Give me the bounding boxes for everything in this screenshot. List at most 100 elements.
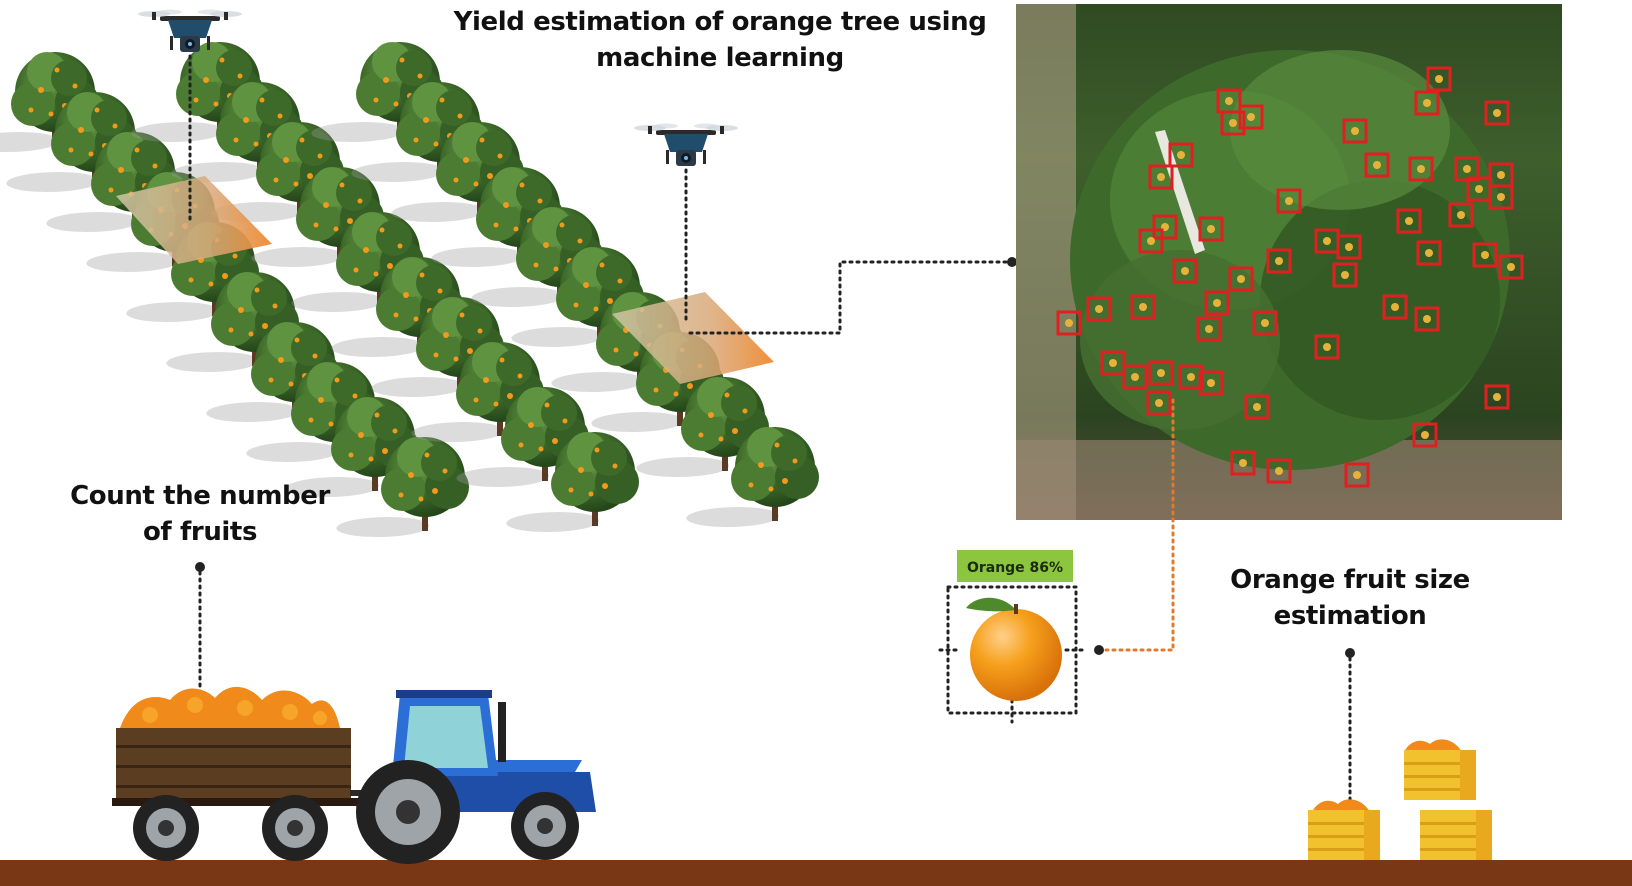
detection-tag-text: Orange 86% bbox=[967, 560, 1063, 576]
detection-box bbox=[1086, 296, 1112, 322]
detection-box bbox=[1228, 266, 1254, 292]
connector-to-fruit bbox=[1098, 398, 1175, 652]
detected-orange-mark bbox=[1435, 75, 1443, 83]
detection-box bbox=[1332, 262, 1358, 288]
ground-strip bbox=[0, 860, 1632, 886]
detected-orange-mark bbox=[1457, 211, 1465, 219]
detected-orange-mark bbox=[1463, 165, 1471, 173]
detection-box bbox=[1314, 334, 1340, 360]
detected-orange-mark bbox=[1345, 243, 1353, 251]
detection-box bbox=[1408, 156, 1434, 182]
drone-icon bbox=[634, 123, 738, 166]
detection-box bbox=[1244, 394, 1270, 420]
detection-box bbox=[1178, 364, 1204, 390]
detected-orange-mark bbox=[1155, 399, 1163, 407]
title-line-1: Yield estimation of orange tree using bbox=[453, 7, 987, 37]
detection-boxes bbox=[1056, 66, 1524, 488]
detected-orange-mark bbox=[1139, 303, 1147, 311]
detection-box bbox=[1122, 364, 1148, 390]
detected-orange-mark bbox=[1207, 225, 1215, 233]
detected-orange-mark bbox=[1421, 431, 1429, 439]
detection-box bbox=[1498, 254, 1524, 280]
detected-orange-mark bbox=[1237, 275, 1245, 283]
detected-orange-mark bbox=[1391, 303, 1399, 311]
count-fruits-label: Count the number of fruits bbox=[60, 478, 340, 550]
detection-box bbox=[1414, 306, 1440, 332]
detected-orange-mark bbox=[1065, 319, 1073, 327]
detected-orange-mark bbox=[1239, 459, 1247, 467]
detection-box bbox=[1168, 142, 1194, 168]
count-label-line-2: of fruits bbox=[142, 517, 258, 547]
detection-box bbox=[1100, 350, 1126, 376]
detection-box bbox=[1412, 422, 1438, 448]
detected-fruit: Orange 86% bbox=[938, 550, 1086, 724]
detection-box bbox=[1448, 202, 1474, 228]
detection-box bbox=[1484, 384, 1510, 410]
detection-box bbox=[1230, 450, 1256, 476]
detected-orange-mark bbox=[1157, 173, 1165, 181]
detection-box bbox=[1148, 164, 1174, 190]
drone-footprint-2 bbox=[612, 292, 774, 384]
detection-box bbox=[1138, 228, 1164, 254]
detection-box bbox=[1220, 110, 1246, 136]
detected-orange-mark bbox=[1493, 109, 1501, 117]
detected-orange-mark bbox=[1109, 359, 1117, 367]
detected-orange-mark bbox=[1423, 99, 1431, 107]
detection-box bbox=[1276, 188, 1302, 214]
detection-box bbox=[1146, 390, 1172, 416]
detected-orange-mark bbox=[1285, 197, 1293, 205]
detection-tag bbox=[957, 550, 1073, 582]
detected-orange-mark bbox=[1187, 373, 1195, 381]
detected-orange-mark bbox=[1147, 237, 1155, 245]
detection-box bbox=[1198, 216, 1224, 242]
page-title: Yield estimation of orange tree using ma… bbox=[440, 4, 1000, 76]
detected-orange-mark bbox=[1323, 237, 1331, 245]
detection-box bbox=[1382, 294, 1408, 320]
detected-orange-mark bbox=[1131, 373, 1139, 381]
detection-box bbox=[1252, 310, 1278, 336]
detection-box bbox=[1152, 214, 1178, 240]
detected-orange-mark bbox=[1417, 165, 1425, 173]
detected-orange-mark bbox=[1475, 185, 1483, 193]
detection-box bbox=[1484, 100, 1510, 126]
size-label-line-2: estimation bbox=[1273, 601, 1427, 631]
drone-footprint-1 bbox=[116, 176, 272, 264]
detection-box bbox=[1172, 258, 1198, 284]
detected-orange-mark bbox=[1405, 217, 1413, 225]
detected-orange-mark bbox=[1481, 251, 1489, 259]
detected-orange-mark bbox=[1157, 369, 1165, 377]
detected-orange-mark bbox=[1373, 161, 1381, 169]
detected-orange-mark bbox=[1261, 319, 1269, 327]
detected-orange-mark bbox=[1229, 119, 1237, 127]
detected-orange-mark bbox=[1225, 97, 1233, 105]
detection-box bbox=[1344, 462, 1370, 488]
detected-orange-mark bbox=[1181, 267, 1189, 275]
detected-orange-mark bbox=[1177, 151, 1185, 159]
detection-box bbox=[1472, 242, 1498, 268]
tractor-icon bbox=[112, 686, 596, 864]
detected-orange-mark bbox=[1493, 393, 1501, 401]
detected-orange-mark bbox=[1423, 315, 1431, 323]
detection-box bbox=[1414, 90, 1440, 116]
detected-orange-mark bbox=[1323, 343, 1331, 351]
detection-box bbox=[1336, 234, 1362, 260]
detection-box bbox=[1266, 458, 1292, 484]
connector-to-photo bbox=[688, 260, 1012, 335]
detected-orange-mark bbox=[1341, 271, 1349, 279]
detection-box bbox=[1204, 290, 1230, 316]
detected-orange-mark bbox=[1353, 471, 1361, 479]
detected-orange-mark bbox=[1507, 263, 1515, 271]
fruit-size-label: Orange fruit size estimation bbox=[1210, 562, 1490, 634]
detection-box bbox=[1238, 104, 1264, 130]
orange-fruit-icon bbox=[966, 597, 1062, 701]
crate-icon bbox=[1308, 739, 1492, 860]
detection-box bbox=[1266, 248, 1292, 274]
detected-orange-mark bbox=[1275, 467, 1283, 475]
detected-orange-mark bbox=[1247, 113, 1255, 121]
detection-box bbox=[1364, 152, 1390, 178]
detection-box bbox=[1396, 208, 1422, 234]
count-label-line-1: Count the number bbox=[70, 481, 330, 511]
detection-box bbox=[1056, 310, 1082, 336]
